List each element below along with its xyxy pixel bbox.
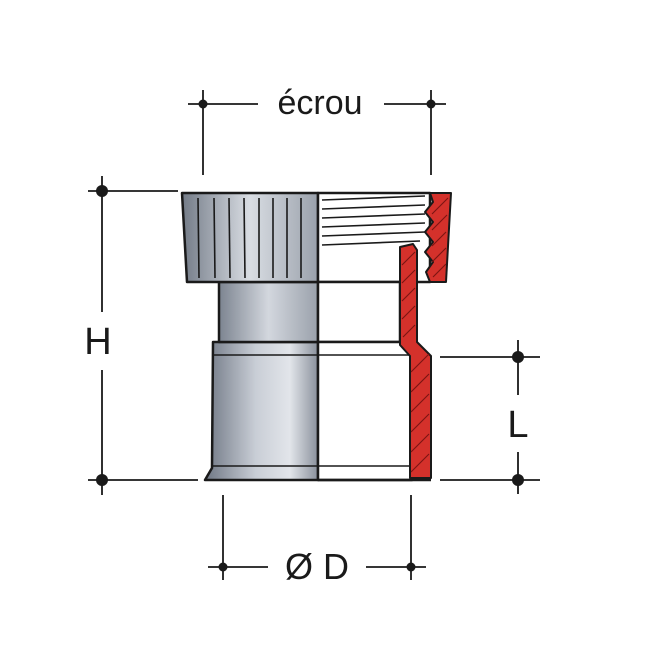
nut-label: écrou: [277, 84, 362, 122]
dimension-dot: [512, 351, 524, 363]
dimension-dot: [426, 99, 436, 109]
diameter-label: Ø D: [285, 546, 349, 587]
dimension-nut: [188, 90, 446, 175]
dimension-diameter: [208, 495, 426, 580]
dimension-dot: [198, 99, 208, 109]
nut-wall-section: [424, 192, 452, 283]
nut-exterior: [180, 191, 320, 284]
fitting-body: [180, 191, 320, 482]
fitting-section: [316, 191, 452, 482]
length-label: L: [507, 404, 528, 446]
dimension-dot: [96, 185, 108, 197]
internal-thread: [321, 195, 426, 246]
nut-knurling: [197, 197, 302, 279]
height-label: H: [84, 321, 111, 363]
dimension-dot: [406, 562, 416, 572]
dimension-height: [88, 176, 198, 495]
dimension-dot: [218, 562, 228, 572]
dimension-length: [440, 340, 540, 494]
dimension-dot: [96, 474, 108, 486]
section-hatching: [401, 197, 449, 473]
socket-exterior: [203, 340, 320, 482]
dimension-dot: [512, 474, 524, 486]
neck-exterior: [217, 280, 320, 344]
